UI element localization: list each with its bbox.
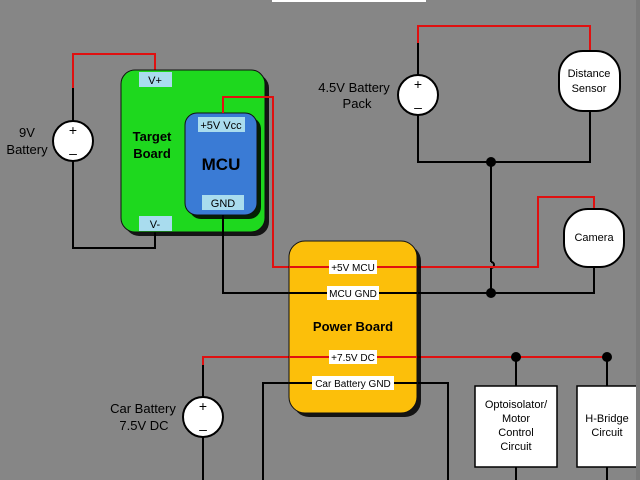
minus-sign: –: [69, 145, 77, 161]
pin-mcu-gnd-label: MCU GND: [329, 289, 377, 300]
pin-7v5-label: +7.5V DC: [331, 353, 375, 364]
mcu-title: MCU: [202, 155, 241, 174]
wire-45-positive: [417, 25, 591, 52]
wire-car-gnd-right: [418, 382, 449, 480]
opto-label-3: Control: [498, 427, 533, 439]
opto-label-1: Optoisolator/: [485, 399, 548, 411]
pin-vminus: [139, 216, 172, 231]
pin-car-gnd-label: Car Battery GND: [315, 379, 391, 390]
opto-label-2: Motor: [502, 413, 530, 425]
mcu: +5V Vcc GND MCU: [184, 112, 261, 219]
wire-9v-negative: [72, 160, 156, 249]
optoisolator-circuit: Optoisolator/ Motor Control Circuit: [474, 385, 558, 468]
battery-icon: [397, 74, 439, 116]
wire-9v-positive: [72, 53, 156, 88]
battery-9v-label-2: Battery: [6, 142, 48, 157]
battery-icon: [52, 120, 94, 162]
wire-camera-ground: [418, 266, 595, 294]
opto-label-4: Circuit: [500, 441, 531, 453]
battery-car-label-1: Car Battery: [110, 401, 176, 416]
h-bridge-circuit: H-Bridge Circuit: [576, 385, 638, 468]
camera: Camera: [563, 208, 625, 268]
pin-7v5-bg: [329, 350, 377, 364]
minus-sign: –: [199, 421, 207, 437]
pin-vcc-label: +5V Vcc: [200, 120, 242, 132]
target-board-title-2: Board: [133, 146, 171, 161]
battery-9v: + – 9V Battery: [6, 120, 94, 162]
distance-sensor: Distance Sensor: [558, 50, 621, 112]
wire-camera-power: [418, 196, 595, 268]
battery-45-label-1: 4.5V Battery: [318, 80, 390, 95]
junction-dot: [486, 288, 496, 298]
plus-sign: +: [69, 122, 77, 138]
junction-dot: [511, 352, 521, 362]
pin-gnd: [202, 195, 244, 210]
wire-car-gnd-left: [262, 382, 290, 480]
title-bar: [272, 0, 426, 2]
pin-vplus: [139, 72, 172, 87]
wire-45-negative: [417, 110, 591, 163]
hbridge-label-2: Circuit: [591, 427, 622, 439]
pin-vminus-label: V-: [150, 219, 161, 231]
distance-sensor-label-2: Sensor: [572, 83, 607, 95]
wire-mcu-vcc: [222, 96, 290, 268]
pin-5v-mcu-label: +5V MCU: [331, 263, 375, 274]
battery-4-5v: + – 4.5V Battery Pack: [318, 74, 439, 116]
battery-icon: [182, 396, 224, 438]
four-five-circuit: [417, 25, 591, 293]
pin-mcu-gnd-bg: [327, 286, 379, 300]
minus-sign: –: [414, 99, 422, 115]
hbridge-label-1: H-Bridge: [585, 413, 628, 425]
right-edge: [636, 0, 640, 480]
pin-gnd-label: GND: [211, 198, 236, 210]
battery-car: + – Car Battery 7.5V DC: [110, 396, 224, 438]
pin-5v-mcu-bg: [329, 260, 377, 274]
power-board-title: Power Board: [313, 319, 393, 334]
junction-dot: [602, 352, 612, 362]
battery-car-label-2: 7.5V DC: [119, 418, 168, 433]
distance-sensor-label-1: Distance: [568, 68, 611, 80]
camera-label: Camera: [574, 232, 614, 244]
wire-car-positive: [202, 356, 290, 365]
pin-vcc: [198, 117, 245, 132]
plus-sign: +: [414, 76, 422, 92]
battery-45-label-2: Pack: [343, 96, 372, 111]
wire-mcu-gnd: [222, 215, 290, 294]
battery-9v-label-1: 9V: [19, 125, 35, 140]
junction-dot: [486, 157, 496, 167]
target-board-title-1: Target: [133, 129, 172, 144]
pin-vplus-label: V+: [148, 75, 162, 87]
nine-volt-circuit: [72, 53, 156, 249]
plus-sign: +: [199, 398, 207, 414]
power-board: +5V MCU MCU GND +7.5V DC Car Battery GND…: [288, 240, 421, 417]
pin-car-gnd-bg: [312, 376, 394, 390]
